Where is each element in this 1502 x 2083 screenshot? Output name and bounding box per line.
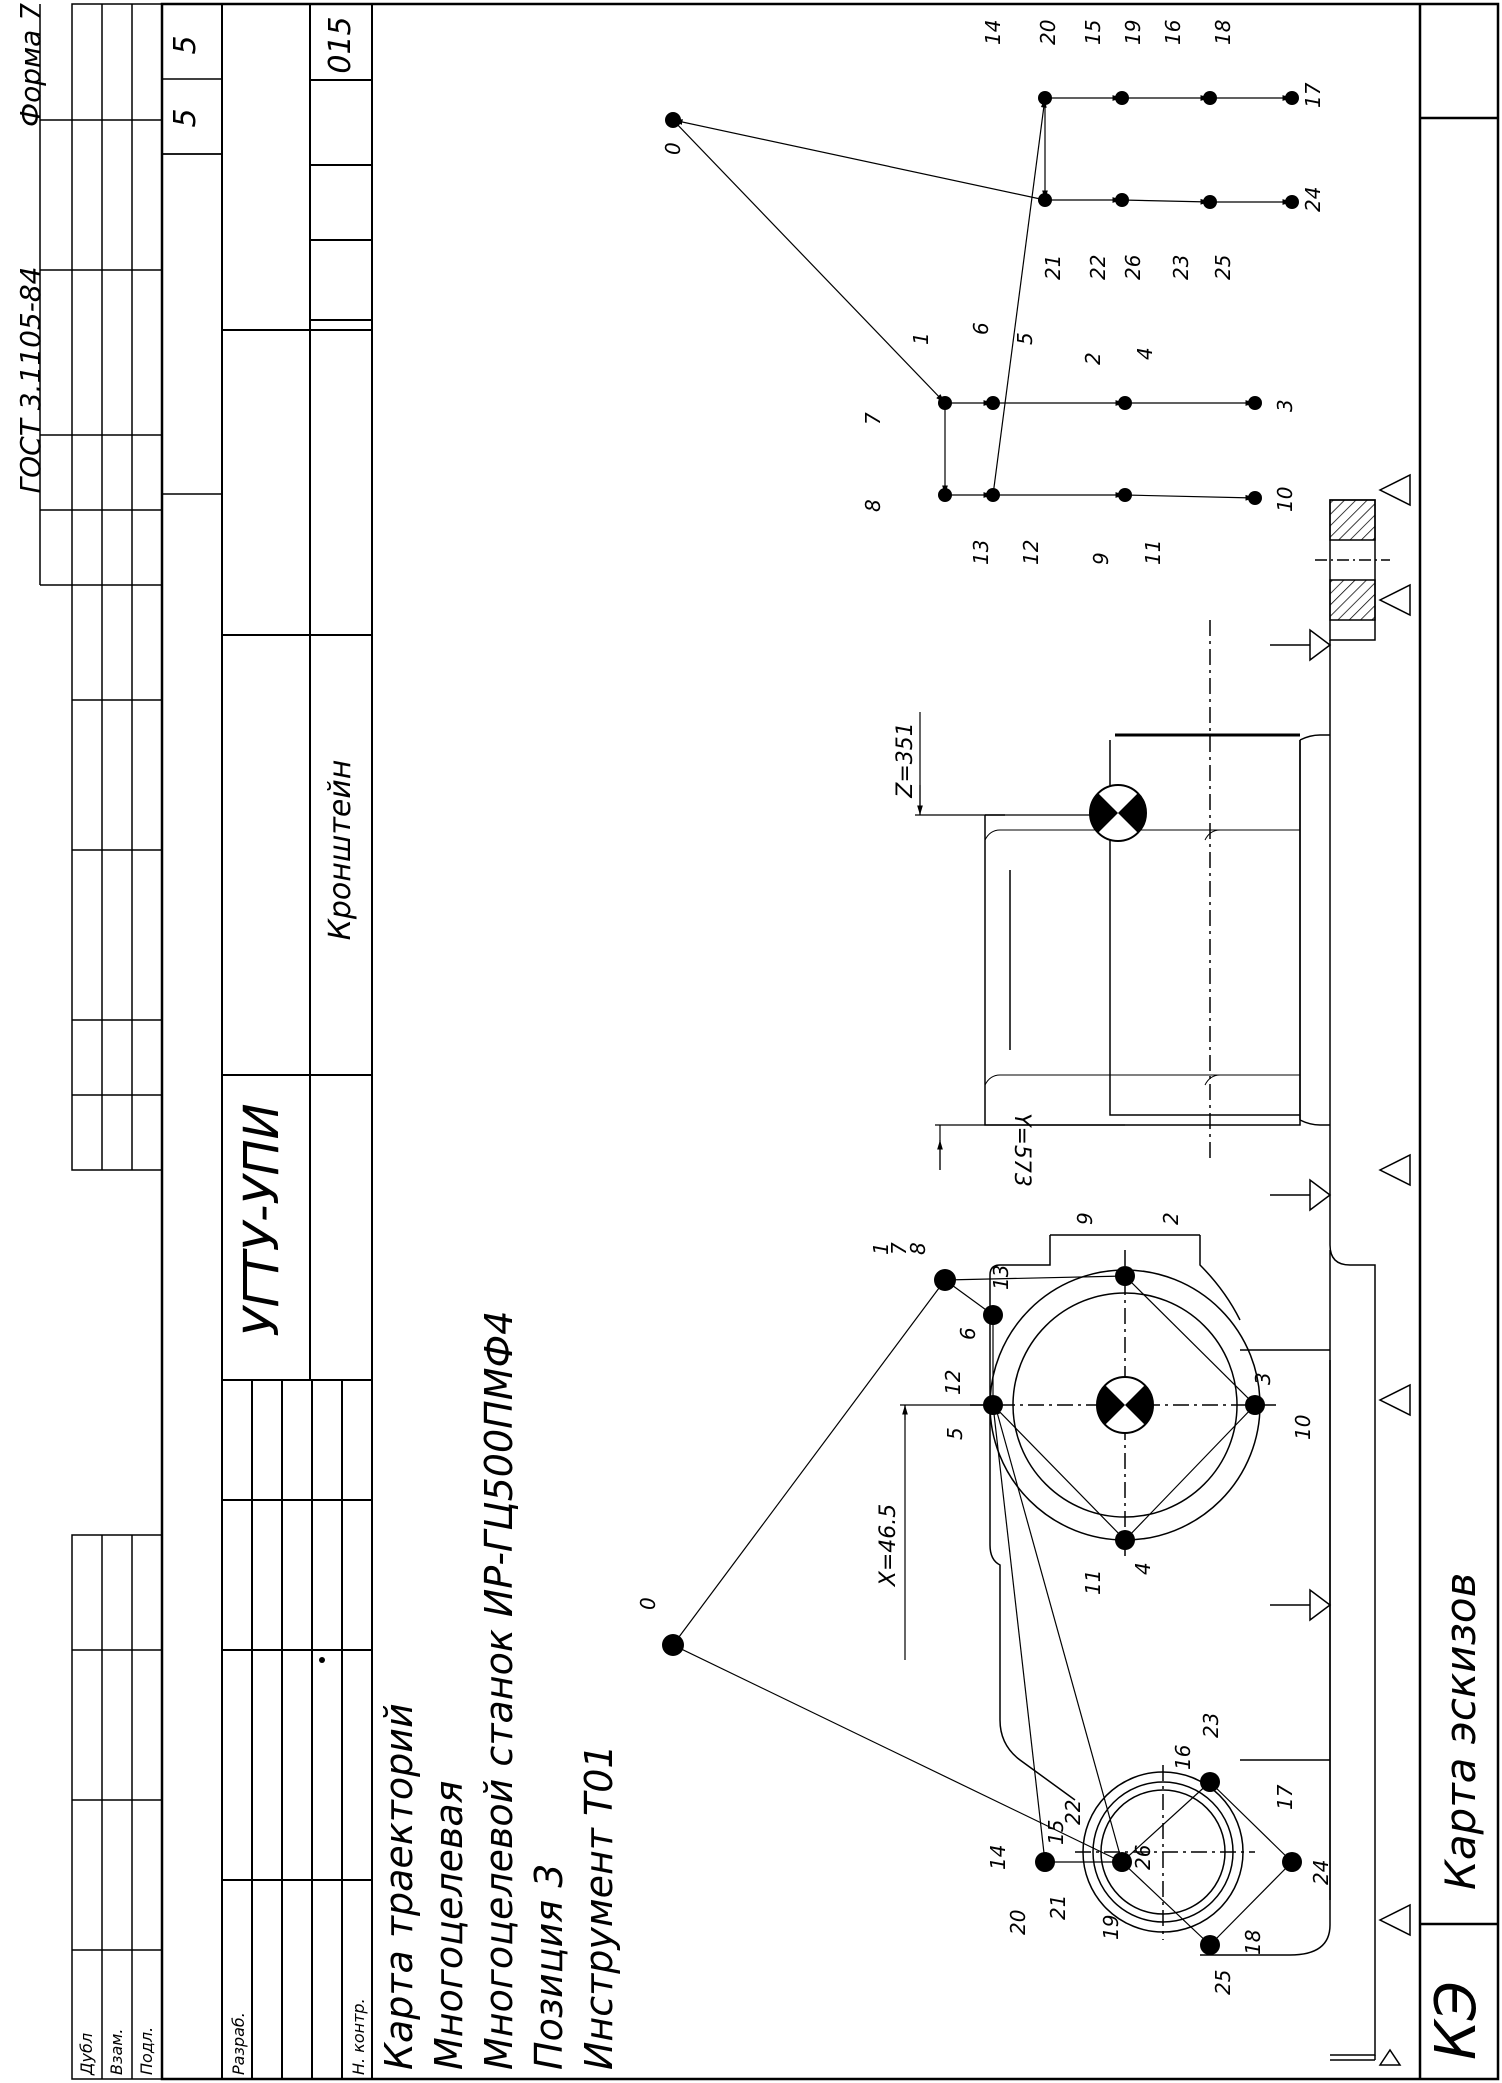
description-block: Карта траекторий Многоцелевая Многоцелев…: [377, 1311, 621, 2070]
schema-label-8: 8: [861, 499, 885, 512]
left-margin-table: [39, 3, 163, 2080]
schema-label-5: 5: [1013, 332, 1037, 345]
tool-path-schematic-labels: 0 1 7 8 6 5 2 4 3 13 12 9 11 10 14 20 15…: [661, 20, 1325, 565]
schema-label-15: 15: [1081, 20, 1105, 45]
schema-label-2: 2: [1081, 352, 1105, 365]
operation-number: 015: [323, 16, 358, 73]
sheet-frame: [160, 2, 1500, 2081]
form-label: Форма 7: [14, 3, 47, 127]
schema-label-25: 25: [1211, 255, 1235, 280]
schema-label-21: 21: [1041, 255, 1065, 280]
plan-label-5: 5: [943, 1427, 967, 1440]
doc-title: Карта эскизов: [1436, 1573, 1485, 1890]
dimension-z: Z=351: [893, 722, 918, 799]
plan-label-14: 14: [986, 1845, 1010, 1870]
dimension-lines: [900, 712, 1125, 1660]
tool-path-plan-labels: 0 1 7 8 6 13 12 5 9 2 3 10 11 4 14 20 21…: [636, 1212, 1333, 1995]
plan-label-20: 20: [1006, 1910, 1030, 1935]
description-line-4: Позиция 3: [527, 1864, 571, 2070]
role-dubl: Дубл: [77, 2033, 96, 2076]
plan-label-6: 6: [956, 1327, 980, 1340]
role-razrab: Разраб.: [229, 2012, 248, 2075]
plan-label-4: 4: [1131, 1562, 1155, 1575]
description-line-5: Инструмент Т01: [577, 1744, 621, 2070]
plan-label-7: 7: [887, 1242, 911, 1255]
plan-label-21: 21: [1046, 1895, 1070, 1920]
plan-label-3: 3: [1251, 1372, 1275, 1385]
plan-label-24: 24: [1309, 1860, 1333, 1885]
dimension-y: Y=573: [1009, 1113, 1034, 1187]
schema-label-18: 18: [1211, 20, 1235, 45]
plan-label-2: 2: [1159, 1212, 1183, 1225]
gost-label: ГОСТ 3.1105-84: [14, 267, 47, 494]
schema-label-17: 17: [1301, 82, 1325, 108]
tool-path-schematic: [672, 95, 1292, 501]
plan-label-13: 13: [989, 1265, 1013, 1290]
part-name-label: Кронштейн: [323, 760, 358, 941]
tool-path-plan-points: [662, 1266, 1302, 1955]
schema-label-16: 16: [1161, 20, 1185, 45]
plan-label-19: 19: [1099, 1915, 1123, 1940]
schema-label-20: 20: [1036, 20, 1060, 45]
plan-label-26: 26: [1131, 1845, 1155, 1870]
datum-marks: [1270, 473, 1411, 2066]
doc-code: КЭ: [1424, 1981, 1489, 2060]
schema-label-10: 10: [1273, 487, 1297, 512]
organization-label: УГТУ-УПИ: [234, 1103, 290, 1336]
schema-label-26: 26: [1121, 255, 1145, 280]
description-line-1: Карта траекторий: [377, 1703, 421, 2070]
plan-label-25: 25: [1211, 1970, 1235, 1995]
plan-label-22: 22: [1061, 1800, 1085, 1825]
sheet-number-boxes: [161, 3, 223, 495]
role-vzam: Взам.: [107, 2029, 126, 2075]
part-drawing: [970, 499, 1390, 2061]
plan-label-11: 11: [1081, 1570, 1105, 1595]
plan-label-15: 15: [1044, 1820, 1068, 1845]
role-podl: Подл.: [137, 2027, 156, 2075]
datum-target-z: [1089, 784, 1147, 842]
sheet-number-b: 5: [168, 108, 203, 127]
schema-label-19: 19: [1121, 20, 1145, 45]
plan-label-9: 9: [1073, 1212, 1097, 1225]
role-nkontr: Н. контр.: [349, 1998, 368, 2075]
plan-label-18: 18: [1241, 1930, 1265, 1955]
schema-label-12: 12: [1019, 540, 1043, 565]
plan-label-1: 1: [869, 1242, 893, 1255]
dimension-x: X=46.5: [876, 1504, 901, 1588]
plan-label-12: 12: [941, 1370, 965, 1395]
plan-label-23: 23: [1199, 1713, 1223, 1738]
schema-label-11: 11: [1141, 540, 1165, 565]
schema-label-9: 9: [1089, 552, 1113, 565]
plan-label-10: 10: [1291, 1415, 1315, 1440]
schema-label-4: 4: [1133, 347, 1157, 360]
description-line-3: Многоцелевой станок ИР-ГЦ500ПМФ4: [477, 1311, 521, 2070]
schema-label-24: 24: [1301, 187, 1325, 212]
schema-label-22: 22: [1086, 255, 1110, 280]
schema-label-13: 13: [969, 540, 993, 565]
schema-label-3: 3: [1273, 399, 1297, 412]
schema-label-14: 14: [981, 20, 1005, 45]
datum-target-zero: [1096, 1376, 1154, 1434]
schema-label-6: 6: [969, 322, 993, 335]
title-block: [221, 3, 373, 2080]
tool-path-plan: [672, 1273, 1293, 1946]
plan-label-16: 16: [1171, 1745, 1195, 1770]
plan-label-17: 17: [1273, 1784, 1297, 1810]
sheet-number-a: 5: [168, 35, 203, 54]
schema-label-7: 7: [861, 412, 885, 425]
schema-label-0: 0: [661, 142, 685, 155]
stamp-dot: [319, 1657, 325, 1663]
tool-path-schematic-points: [665, 91, 1299, 505]
plan-label-8: 8: [906, 1242, 930, 1255]
schema-label-23: 23: [1169, 255, 1193, 280]
plan-label-0: 0: [636, 1597, 660, 1610]
description-line-2: Многоцелевая: [427, 1780, 471, 2070]
schema-label-1: 1: [909, 332, 933, 345]
